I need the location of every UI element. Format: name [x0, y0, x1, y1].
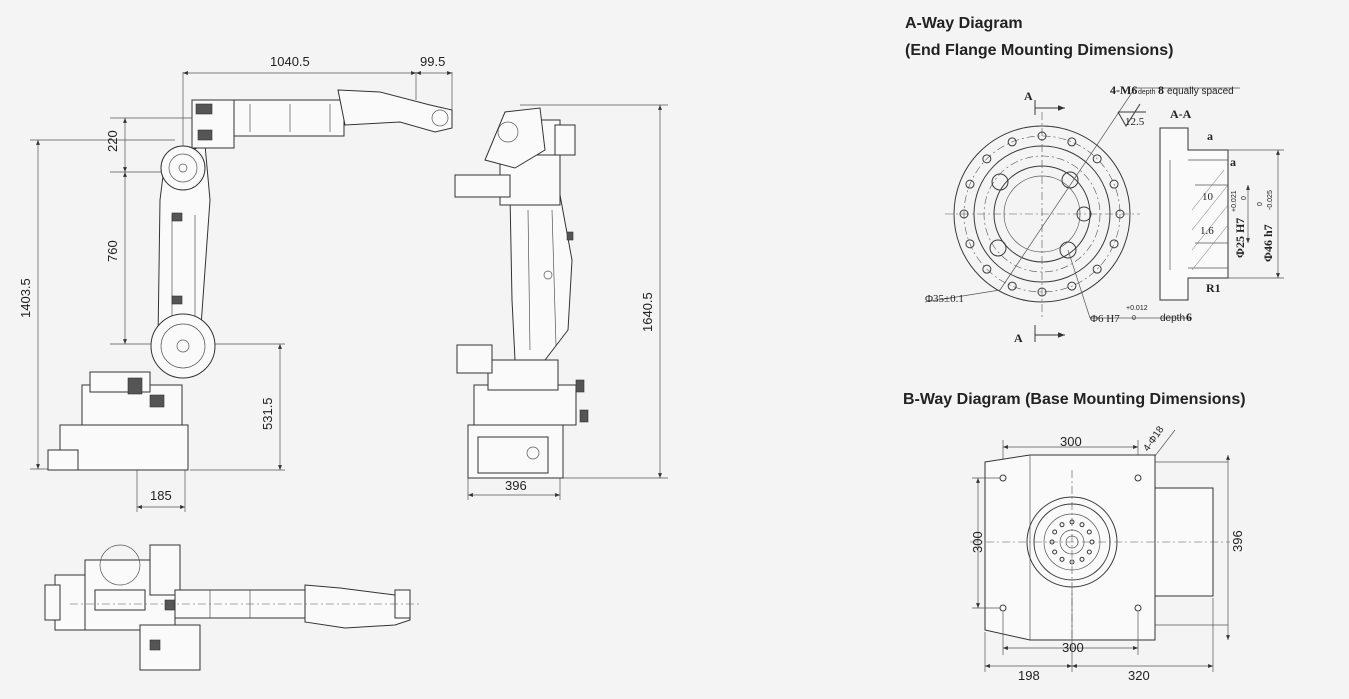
flange-bolt-hole: [1007, 137, 1017, 147]
outer-tol-upper: 0: [1257, 202, 1264, 206]
flange-bolt-hole: [959, 209, 969, 219]
turntable-bolt-hole: [1086, 549, 1092, 555]
roughness: 12.5: [1125, 116, 1145, 128]
a-way-title-line2: (End Flange Mounting Dimensions): [905, 42, 1173, 59]
flange-bolt-hole: [1109, 239, 1119, 249]
flange-bolt-hole: [1109, 179, 1119, 189]
flange-bolt-hole: [1067, 137, 1077, 147]
flange-bolt-hole: [1115, 209, 1125, 219]
flange-bolt-hole: [982, 264, 992, 274]
flange-bolt-hole: [965, 179, 975, 189]
b-dim-left: 300: [970, 531, 985, 553]
section-label: A-A: [1170, 107, 1192, 121]
a-way-title-line1: A-Way Diagram: [905, 15, 1023, 32]
b-dim-bottom-inner: 300: [1062, 640, 1084, 655]
b-dim-bottom-left: 198: [1018, 668, 1040, 683]
dim-front-height: 1640.5: [640, 292, 655, 332]
thread-depth-label: depth: [1138, 89, 1156, 96]
b-way-diagram: B-Way Diagram (Base Mounting Dimensions)…: [903, 391, 1246, 683]
dim-base-offset: 185: [150, 488, 172, 503]
turntable-bolt-hole: [1052, 549, 1058, 555]
b-way-title: B-Way Diagram (Base Mounting Dimensions): [903, 391, 1246, 408]
marker-a-top: A: [1024, 89, 1033, 103]
bore-dia: Φ25 H7: [1233, 218, 1247, 258]
flange-bolt-hole: [1037, 287, 1047, 297]
bore-tol-lower: 0: [1241, 196, 1248, 200]
pin-hole-dimension: Φ6 H7: [1090, 313, 1120, 325]
turntable-bolt-hole: [1059, 522, 1065, 528]
dim-1-6: 1.6: [1200, 225, 1214, 237]
pin-depth-value: 6: [1186, 310, 1192, 324]
dim-upper-offset: 220: [105, 130, 120, 152]
pin-tol-lower: 0: [1132, 315, 1136, 322]
flange-bolt-hole: [965, 239, 975, 249]
b-dim-top: 300: [1060, 434, 1082, 449]
turntable-bolt-hole: [1059, 556, 1065, 562]
side-view: 1040.5 99.5 220 760 1403.5 531.5 185: [18, 54, 453, 512]
flange-bolt-hole: [1007, 281, 1017, 291]
turntable-bolt-hole: [1069, 559, 1075, 565]
b-dim-bottom-right: 320: [1128, 668, 1150, 683]
flange-bolt-hole: [1092, 264, 1102, 274]
radius-label: R1: [1206, 281, 1221, 295]
dim-reach: 1040.5: [270, 54, 310, 69]
bore-tol-upper: +0.021: [1231, 190, 1238, 212]
turntable-bolt-hole: [1079, 556, 1085, 562]
flange-bolt-hole: [1092, 154, 1102, 164]
dim-total-height: 1403.5: [18, 278, 33, 318]
chamfer-label-mid: a: [1230, 155, 1236, 169]
flange-bolt-hole: [1037, 131, 1047, 141]
thread-depth-value: 8: [1158, 83, 1164, 97]
thread-spacing: equally spaced: [1167, 86, 1234, 97]
pcd-dimension: Φ35±0.1: [925, 293, 964, 305]
flange-outer-holes: [959, 131, 1125, 297]
turntable-bolt-hole: [1052, 529, 1058, 535]
b-dim-right: 396: [1230, 530, 1245, 552]
b-dim-holes: 4-Φ18: [1141, 424, 1166, 454]
turntable-bolt-hole: [1079, 522, 1085, 528]
top-view: [44, 544, 420, 671]
outer-tol-lower: -0.025: [1267, 190, 1274, 210]
pin-depth-label: depth: [1160, 313, 1185, 324]
pin-tol-upper: +0.012: [1126, 305, 1148, 312]
dim-arm-length: 760: [105, 240, 120, 262]
dim-front-base-width: 396: [505, 478, 527, 493]
turntable-bolt-hole: [1086, 529, 1092, 535]
front-view: 1640.5 396: [454, 104, 668, 500]
flange-bolt-hole: [1067, 281, 1077, 291]
outer-dia: Φ46 h7: [1261, 224, 1275, 262]
dim-10: 10: [1202, 191, 1214, 203]
a-way-diagram: A-Way Diagram (End Flange Mounting Dimen…: [905, 15, 1284, 345]
chamfer-label-top: a: [1207, 129, 1213, 143]
turntable-holes: [1049, 519, 1095, 565]
dim-flange-offset: 99.5: [420, 54, 445, 69]
thread-spec: 4-M6: [1110, 83, 1137, 97]
dim-shoulder-height: 531.5: [260, 397, 275, 430]
flange-bolt-hole: [982, 154, 992, 164]
marker-a-bottom: A: [1014, 331, 1023, 345]
